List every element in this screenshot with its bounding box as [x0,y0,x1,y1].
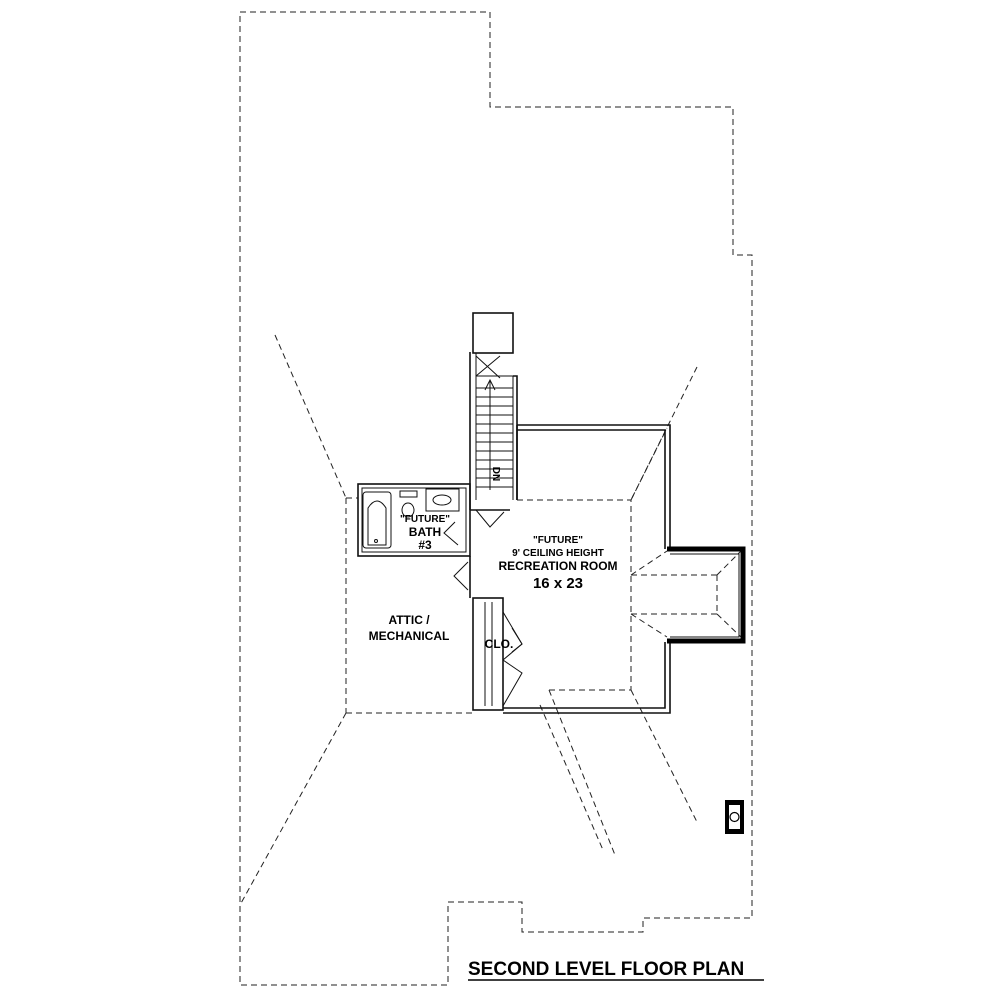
dormer-bay [667,546,746,644]
attic-label-line2: MECHANICAL [369,629,450,643]
recreation-room-name: RECREATION ROOM [498,559,617,573]
recreation-room-size: 16 x 23 [533,575,583,592]
bath-tag: "FUTURE" [400,514,450,525]
roof-hip-lines [239,334,698,906]
recreation-room-tag: "FUTURE" [533,535,583,546]
roof-outline [239,11,753,986]
attic-door [453,556,471,598]
bath-name: BATH [409,525,441,539]
plan-title: SECOND LEVEL FLOOR PLAN [468,959,744,980]
bath [357,483,471,557]
ceiling-height-note: 9' CEILING HEIGHT [512,548,604,559]
ceiling-lines [517,427,742,691]
stair: DN [469,312,518,528]
attic-label-line1: ATTIC / [388,613,430,627]
bath-number: #3 [418,538,432,552]
closet-label: CLO. [485,637,514,651]
stair-direction-label: DN [490,467,501,481]
chimney-flue [725,800,744,834]
bath-label: "FUTURE" BATH #3 [400,514,450,552]
attic-boundary [345,497,472,714]
closet [472,597,523,711]
recreation-room-label: "FUTURE" 9' CEILING HEIGHT RECREATION RO… [498,535,617,592]
attic-label: ATTIC / MECHANICAL [369,613,450,643]
